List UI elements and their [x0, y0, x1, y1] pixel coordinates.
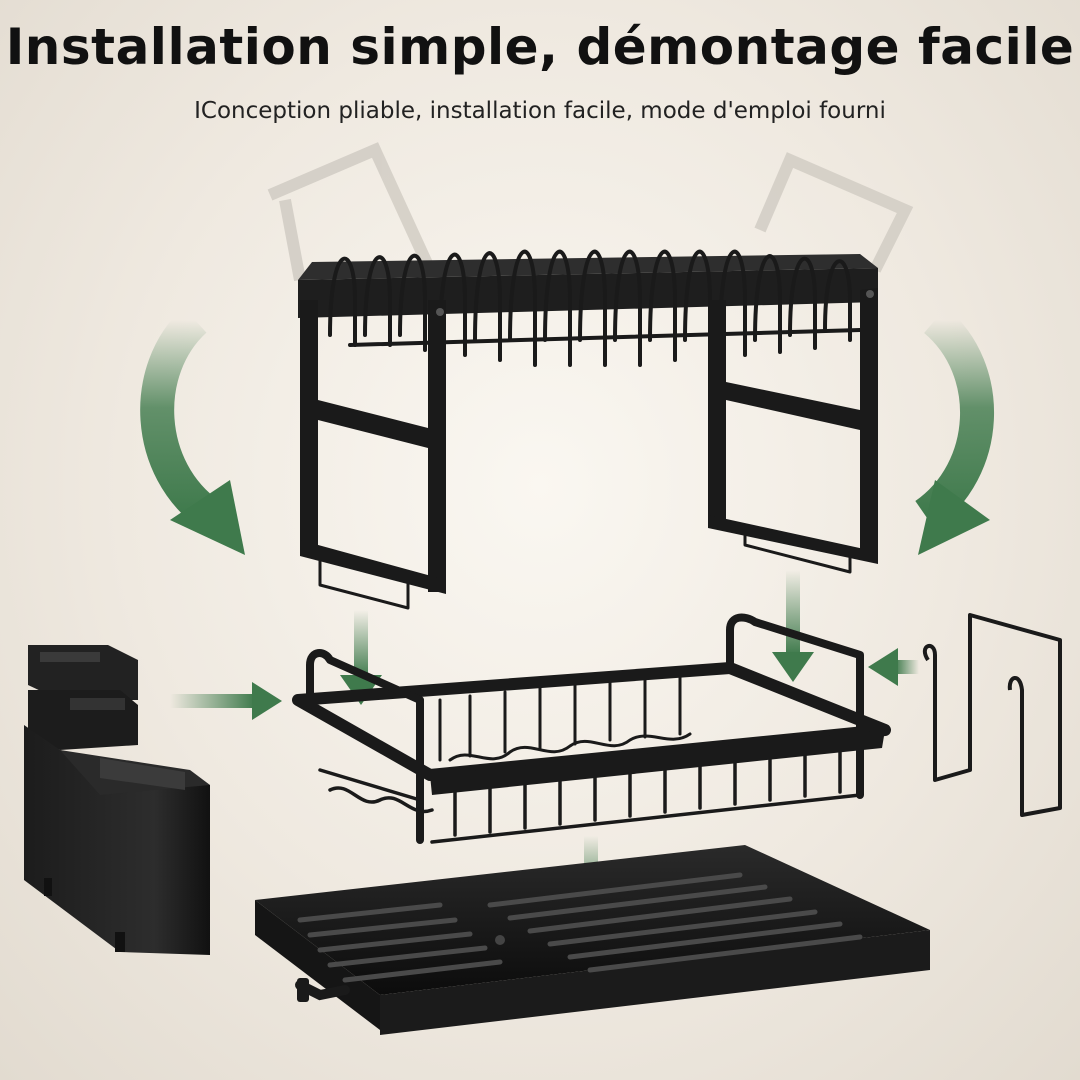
curved-arrow-left-icon [140, 307, 245, 555]
page-title: Installation simple, démontage facile [5, 18, 1075, 76]
utensil-holder [24, 645, 210, 955]
straight-arrow-left-icon [868, 648, 919, 686]
drip-tray [255, 845, 930, 1035]
upper-dish-rack [298, 249, 878, 610]
ghost-frame-left [267, 142, 436, 282]
lower-dish-basket [292, 613, 891, 844]
ghost-frame-right [754, 152, 914, 273]
page-subtitle: IConception pliable, installation facile… [194, 98, 886, 124]
straight-arrow-right-icon [170, 682, 282, 720]
curved-arrow-right-icon [914, 306, 995, 555]
cup-holder-hook [922, 613, 1062, 817]
